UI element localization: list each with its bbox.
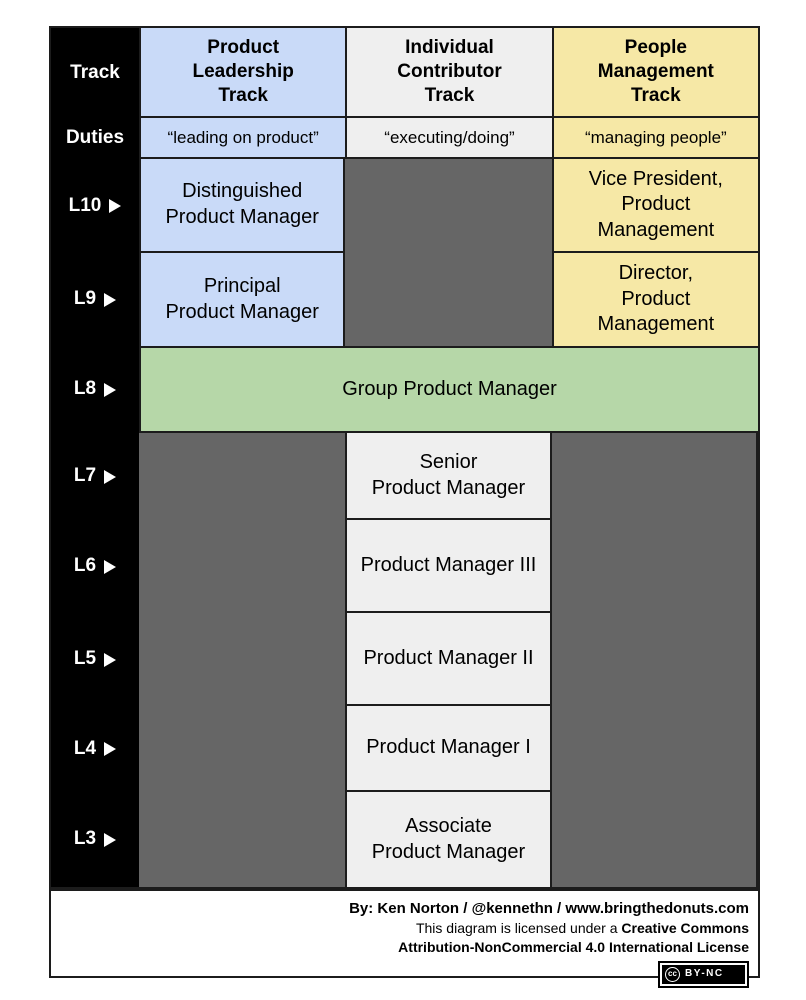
license-line-1: This diagram is licensed under a Creativ… xyxy=(415,919,749,936)
right-triangle-icon xyxy=(104,382,117,397)
cell-l10-distinguished-pm: Distinguished Product Manager xyxy=(139,159,346,253)
level-l5: L5 xyxy=(51,613,139,706)
level-l9-label: L9 xyxy=(73,288,97,310)
right-triangle-icon xyxy=(104,832,117,847)
ladder-table: Track Duties L10 L9 L8 L7 L6 L5 xyxy=(49,26,760,889)
right-triangle-icon xyxy=(104,292,117,307)
track-header-product-leadership: Product Leadership Track xyxy=(139,28,346,118)
level-l4: L4 xyxy=(51,706,139,792)
right-triangle-icon xyxy=(104,469,117,484)
cc-by-nc-badge: cc BY-NC xyxy=(658,960,749,988)
duty-product-leadership: “leading on product” xyxy=(139,118,346,159)
level-l5-label: L5 xyxy=(73,648,97,670)
duties-row-header: Duties xyxy=(51,118,139,159)
right-triangle-icon xyxy=(104,559,117,574)
level-l10: L10 xyxy=(51,159,139,253)
level-l6: L6 xyxy=(51,520,139,613)
level-l6-label: L6 xyxy=(73,555,97,577)
cell-l5-pm-ii: Product Manager II xyxy=(345,613,552,706)
level-l7: L7 xyxy=(51,433,139,520)
cc-badge-label: BY-NC xyxy=(685,968,724,980)
license-line-2: Attribution-NonCommercial 4.0 Internatio… xyxy=(398,938,749,955)
license-creative-commons: Creative Commons xyxy=(621,919,749,936)
level-l8: L8 xyxy=(51,346,139,433)
level-l3-label: L3 xyxy=(73,828,97,850)
cell-l9-director-product-management: Director, Product Management xyxy=(551,253,758,346)
corner-track-label: Track xyxy=(70,61,120,83)
cell-l8-group-product-manager: Group Product Manager xyxy=(139,346,758,433)
level-l8-label: L8 xyxy=(73,378,97,400)
level-l4-label: L4 xyxy=(73,737,97,759)
corner-track-header: Track xyxy=(51,28,139,118)
right-triangle-icon xyxy=(104,742,117,756)
right-triangle-icon xyxy=(109,199,122,213)
duties-row-label: Duties xyxy=(65,127,125,149)
cell-l3-associate-pm: Associate Product Manager xyxy=(345,792,552,887)
cell-l4-pm-i: Product Manager I xyxy=(345,706,552,792)
duty-people-management: “managing people” xyxy=(551,118,758,159)
level-l7-label: L7 xyxy=(73,465,97,487)
track-header-individual-contributor: Individual Contributor Track xyxy=(345,28,552,118)
level-l3: L3 xyxy=(51,792,139,887)
track-header-people-management: People Management Track xyxy=(551,28,758,118)
cell-l7-senior-pm: Senior Product Manager xyxy=(345,433,552,520)
cell-l6-pm-iii: Product Manager III xyxy=(345,520,552,613)
footer-attribution: By: Ken Norton / @kennethn / www.bringth… xyxy=(49,889,760,988)
cell-l9-principal-pm: Principal Product Manager xyxy=(139,253,346,346)
empty-region-leadership-lower xyxy=(139,433,346,887)
right-triangle-icon xyxy=(104,652,117,667)
cell-l10-vp-product-management: Vice President, Product Management xyxy=(551,159,758,253)
duty-individual-contributor: “executing/doing” xyxy=(345,118,552,159)
level-l9: L9 xyxy=(51,253,139,346)
cc-icon: cc xyxy=(665,966,680,982)
empty-region-ic-upper xyxy=(345,159,552,346)
byline-text: By: Ken Norton / @kennethn / www.bringth… xyxy=(349,900,749,917)
level-l10-label: L10 xyxy=(68,194,102,216)
empty-region-management-lower xyxy=(551,433,758,887)
